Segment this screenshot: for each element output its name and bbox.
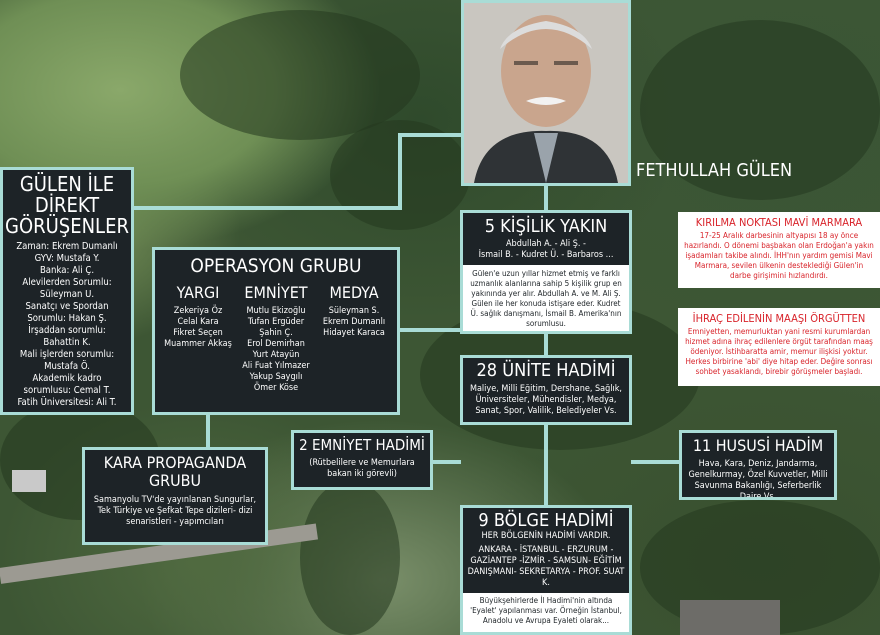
propaganda-title: KARA PROPAGANDA GRUBU bbox=[103, 453, 247, 490]
operation-member: Hidayet Karaca bbox=[323, 328, 385, 338]
operation-column-header: YARGI bbox=[176, 283, 220, 302]
regions9-box: 9 BÖLGE HADİMİ HER BÖLGENİN HADİMİ VARDI… bbox=[460, 505, 632, 635]
special11-text: Hava, Kara, Deniz, Jandarma, Genelkurmay… bbox=[688, 459, 828, 500]
five-person-note: Gülen'e uzun yıllar hizmet etmiş ve fark… bbox=[463, 265, 629, 331]
mavi-marmara-box: KIRILMA NOKTASI MAVİ MARMARA 17-25 Aralı… bbox=[678, 212, 880, 288]
operation-member: Zekeriya Öz bbox=[173, 306, 223, 316]
mavi-marmara-text: 17-25 Aralık darbesinin altyapısı 18 ay … bbox=[684, 231, 874, 280]
operation-member: Süleyman S. bbox=[328, 306, 380, 316]
five-person-members-2: İsmail B. - Kudret Ü. - Barbaros ... bbox=[478, 250, 614, 260]
special11-box: 11 HUSUSİ HADİM Hava, Kara, Deniz, Janda… bbox=[679, 430, 837, 500]
five-person-members-1: Abdullah A. - Ali Ş. - bbox=[506, 239, 586, 249]
salary-text: Emniyetten, memurluktan yani resmi kurum… bbox=[685, 327, 873, 376]
units28-text: Maliye, Milli Eğitim, Dershane, Sağlık, … bbox=[469, 384, 622, 416]
police2-box: 2 EMNİYET HADİMİ (Rütbelilere ve Memurla… bbox=[291, 430, 433, 490]
gulen-portrait bbox=[461, 0, 631, 186]
direct-meeting-line: Zaman: Ekrem Dumanlı bbox=[16, 241, 118, 252]
propaganda-box: KARA PROPAGANDA GRUBU Samanyolu TV'de ya… bbox=[82, 447, 268, 545]
police2-title: 2 EMNİYET HADİMİ bbox=[299, 436, 425, 454]
operation-column-header: MEDYA bbox=[329, 283, 379, 302]
five-person-box: 5 KİŞİLİK YAKIN Abdullah A. - Ali Ş. - İ… bbox=[460, 210, 632, 334]
direct-meeting-line: Mali işlerden sorumlu: bbox=[19, 349, 115, 360]
salary-box: İHRAÇ EDİLENİN MAAŞI ÖRGÜTTEN Emniyetten… bbox=[678, 308, 880, 386]
connector-direct-to-gulen bbox=[133, 133, 461, 210]
operation-member: Celal Kara bbox=[177, 317, 219, 327]
operation-column-header: EMNİYET bbox=[244, 283, 308, 302]
operation-member: Tufan Ergüder bbox=[247, 317, 305, 327]
operation-member: Muammer Akkaş bbox=[164, 339, 232, 349]
direct-meeting-line: Sorumlu: Hakan Ş. bbox=[27, 313, 107, 324]
regions9-sub: HER BÖLGENİN HADİMİ VARDIR. bbox=[481, 531, 611, 541]
direct-meeting-line: Alevilerden Sorumlu: bbox=[22, 277, 112, 288]
direct-meeting-line: Sanatçı ve Spordan bbox=[25, 301, 109, 312]
special11-title: 11 HUSUSİ HADİM bbox=[692, 436, 824, 455]
operation-member: Ali Fuat Yılmazer bbox=[242, 361, 310, 371]
operation-member: Şahin Ç. bbox=[259, 328, 293, 338]
direct-meetings-title: GÜLEN İLE DİREKT GÖRÜŞENLER bbox=[5, 172, 129, 238]
police2-text: (Rütbelilere ve Memurlara bakan iki göre… bbox=[309, 458, 415, 479]
operation-member: Ömer Köse bbox=[253, 383, 299, 393]
direct-meeting-line: Mustafa Ö. bbox=[44, 361, 90, 372]
direct-meeting-line: sorumlusu: Cemal T. bbox=[23, 385, 111, 396]
regions9-note: Büyükşehirlerde İl Hadimi'nin altında 'E… bbox=[463, 593, 629, 632]
propaganda-text: Samanyolu TV'de yayınlanan Sungurlar, Te… bbox=[93, 495, 257, 527]
direct-meeting-line: Süleyman U. bbox=[39, 289, 95, 300]
operation-title: OPERASYON GRUBU bbox=[190, 255, 362, 277]
direct-meeting-line: GYV: Mustafa Y. bbox=[34, 253, 100, 264]
operation-member: Mutlu Ekizoğlu bbox=[246, 306, 306, 316]
operation-member: Ekrem Dumanlı bbox=[322, 317, 386, 327]
direct-meetings-box: GÜLEN İLE DİREKT GÖRÜŞENLER Zaman: Ekrem… bbox=[0, 167, 134, 415]
direct-meeting-line: İrşaddan sorumlu: bbox=[28, 325, 106, 336]
direct-meeting-line: Fatih Üniversitesi: Ali T. bbox=[17, 397, 117, 408]
units28-title: 28 ÜNİTE HADİMİ bbox=[476, 360, 616, 381]
operation-member: Erol Demirhan bbox=[247, 339, 305, 349]
operation-member: Yurt Atayün bbox=[252, 350, 300, 360]
operation-member: Fikret Seçen bbox=[173, 328, 223, 338]
direct-meeting-line: Akademik kadro bbox=[32, 373, 102, 384]
regions9-cities: ANKARA - İSTANBUL - ERZURUM - GAZİANTEP … bbox=[467, 545, 625, 588]
direct-meeting-line: Bahattin K. bbox=[43, 337, 91, 348]
five-person-title: 5 KİŞİLİK YAKIN bbox=[484, 216, 608, 237]
regions9-title: 9 BÖLGE HADİMİ bbox=[478, 510, 614, 531]
direct-meeting-line: Banka: Ali Ç. bbox=[39, 265, 95, 276]
operation-member: Yakup Saygılı bbox=[249, 372, 303, 382]
person-name: FETHULLAH GÜLEN bbox=[636, 160, 793, 181]
salary-title: İHRAÇ EDİLENİN MAAŞI ÖRGÜTTEN bbox=[692, 312, 866, 325]
units28-box: 28 ÜNİTE HADİMİ Maliye, Milli Eğitim, De… bbox=[460, 355, 632, 425]
mavi-marmara-title: KIRILMA NOKTASI MAVİ MARMARA bbox=[695, 216, 863, 229]
